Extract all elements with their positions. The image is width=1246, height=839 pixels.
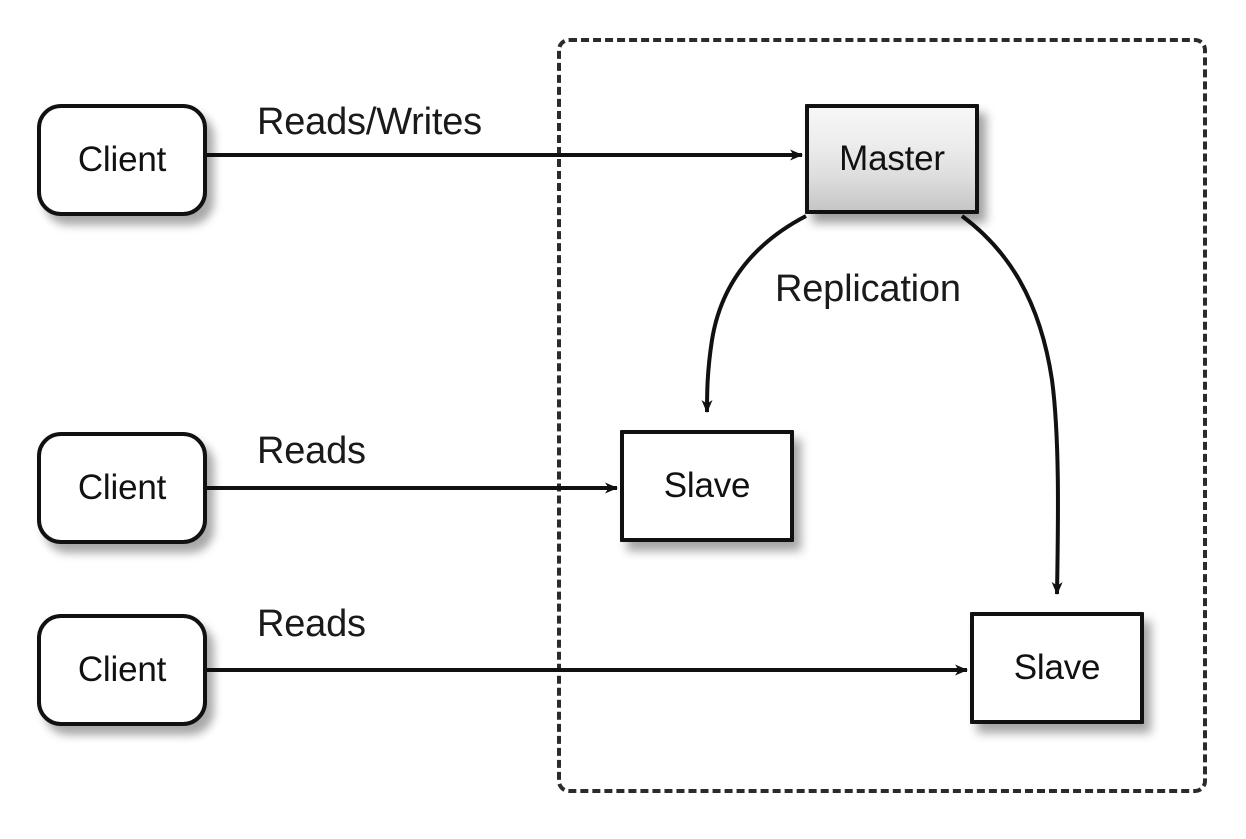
node-master-label: Master (839, 139, 945, 178)
node-client-top[interactable]: Client (37, 104, 207, 216)
edge-label-reads-bottom: Reads (257, 603, 366, 645)
node-master[interactable]: Master (805, 104, 979, 214)
node-client-top-label: Client (77, 140, 167, 179)
node-client-bottom-label: Client (77, 650, 167, 689)
node-client-middle[interactable]: Client (37, 432, 207, 544)
edge-master-to-slave-upper (701, 214, 807, 413)
node-client-bottom[interactable]: Client (37, 614, 207, 726)
edge-label-reads-writes: Reads/Writes (257, 101, 482, 143)
node-client-middle-label: Client (77, 468, 167, 507)
node-slave-lower[interactable]: Slave (970, 612, 1144, 724)
edge-label-replication: Replication (775, 268, 961, 310)
node-slave-lower-label: Slave (1013, 648, 1101, 687)
node-slave-upper[interactable]: Slave (620, 430, 794, 542)
edge-label-reads-middle: Reads (257, 430, 366, 472)
edge-master-to-slave-lower (960, 214, 1063, 595)
node-slave-upper-label: Slave (663, 466, 751, 505)
database-cluster-boundary (557, 38, 1207, 793)
